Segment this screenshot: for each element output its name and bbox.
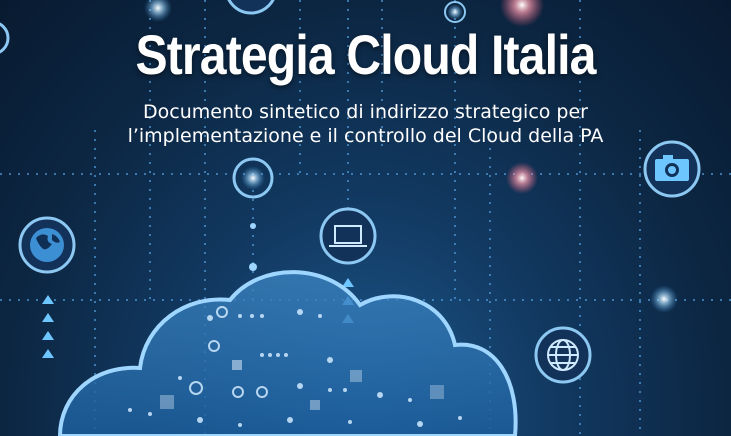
partial-node-icon [227, 0, 275, 15]
world-grid-icon [534, 326, 592, 384]
page-title: Strategia Cloud Italia [135, 23, 596, 86]
camera-icon [643, 140, 701, 198]
cloud-icon [57, 270, 518, 436]
page-subtitle: Documento sintetico di indirizzo strateg… [0, 100, 731, 148]
subtitle-line-1: Documento sintetico di indirizzo strateg… [143, 101, 588, 123]
laptop-icon [319, 207, 377, 265]
globe-icon [18, 216, 76, 274]
subtitle-line-2: l’implementazione e il controllo del Clo… [127, 125, 604, 147]
